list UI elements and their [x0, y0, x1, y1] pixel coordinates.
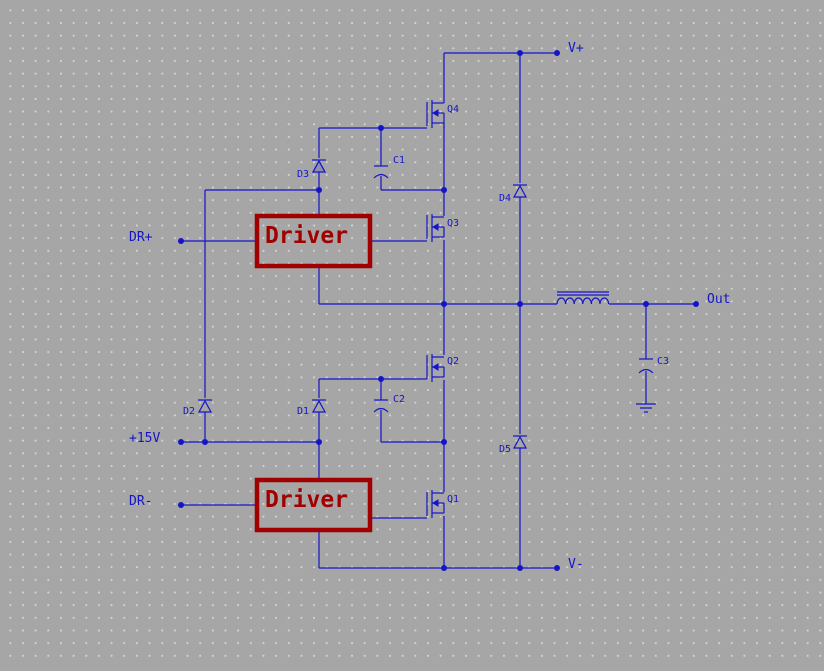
capacitor-c3[interactable]: C3 [638, 356, 669, 374]
c3-label: C3 [657, 356, 669, 367]
diode-d3[interactable]: D3 [297, 159, 327, 180]
junction-dots [178, 50, 699, 571]
c2-label: C2 [393, 394, 405, 405]
driver-bottom-label: Driver [265, 487, 348, 513]
diode-d5[interactable]: D5 [499, 435, 528, 455]
inductor-l1[interactable] [556, 291, 610, 305]
d2-label: D2 [183, 406, 195, 417]
diode-d2[interactable]: D2 [183, 399, 213, 417]
net-label-vminus: V- [568, 557, 584, 572]
mosfet-q4[interactable]: Q4 [420, 100, 459, 129]
c1-label: C1 [393, 155, 405, 166]
d1-label: D1 [297, 406, 309, 417]
d3-label: D3 [297, 169, 309, 180]
q3-label: Q3 [447, 218, 459, 229]
net-label-drplus: DR+ [129, 230, 153, 245]
d4-label: D4 [499, 193, 511, 204]
diode-d4[interactable]: D4 [499, 184, 528, 204]
wires [181, 52, 696, 569]
q2-label: Q2 [447, 356, 459, 367]
capacitor-c2[interactable]: C2 [373, 394, 405, 413]
mosfet-q1[interactable]: Q1 [420, 490, 459, 519]
net-label-15v: +15V [129, 431, 160, 446]
d5-label: D5 [499, 444, 511, 455]
mosfet-q3[interactable]: Q3 [420, 214, 459, 242]
net-label-vplus: V+ [568, 41, 584, 56]
mosfet-q2[interactable]: Q2 [420, 354, 459, 382]
q4-label: Q4 [447, 104, 459, 115]
net-label-out: Out [707, 292, 730, 307]
driver-top-label: Driver [265, 223, 348, 249]
driver-bottom[interactable]: Driver [254, 477, 373, 533]
capacitor-c1[interactable]: C1 [373, 155, 405, 179]
q1-label: Q1 [447, 494, 459, 505]
driver-top[interactable]: Driver [254, 213, 373, 269]
net-label-drminus: DR- [129, 494, 152, 509]
diode-d1[interactable]: D1 [297, 399, 327, 417]
ground-icon [636, 403, 656, 413]
